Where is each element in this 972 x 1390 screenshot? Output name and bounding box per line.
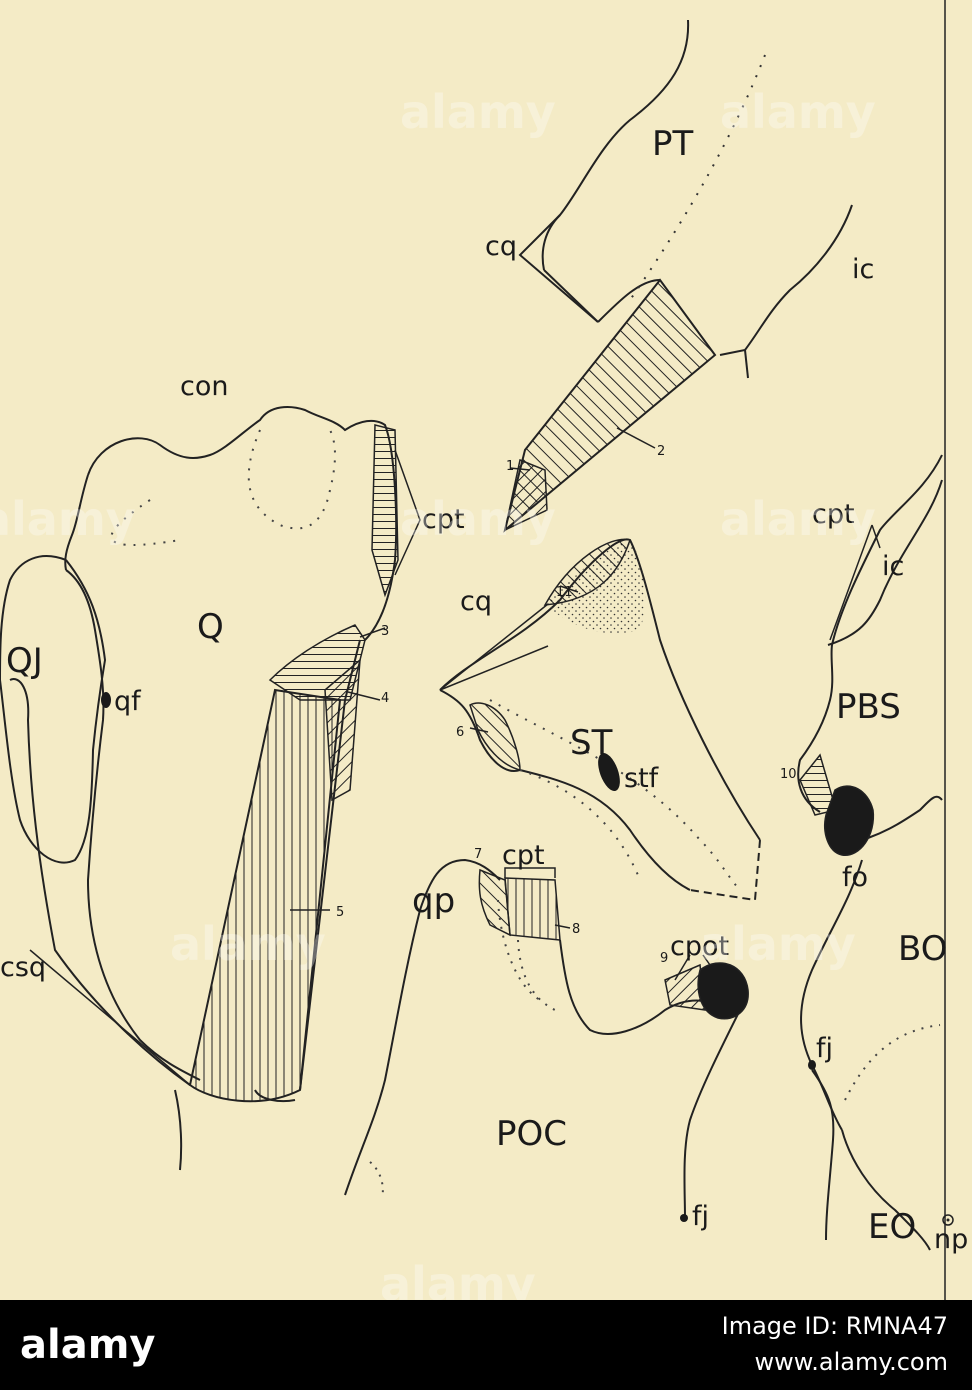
label-6: 6: [456, 725, 464, 740]
facet-6: [469, 702, 521, 771]
label-BO: BO: [898, 929, 948, 969]
footer-image-id: Image ID: RMNA47: [721, 1312, 948, 1340]
footer-bar: alamy Image ID: RMNA47 www.alamy.com: [0, 1300, 972, 1390]
svg-text:alamy: alamy: [400, 85, 556, 139]
diagram-plate: PT cq ic con cpt 1 2 Q QJ qf 3 4 11 cq 6…: [0, 0, 969, 1300]
label-cpt-right: cpt: [812, 499, 855, 530]
label-9: 9: [660, 951, 668, 966]
label-ic-top: ic: [852, 254, 874, 285]
label-fo: fo: [842, 862, 868, 893]
cpot-facet: [697, 962, 749, 1020]
label-con: con: [180, 371, 228, 402]
facet-8: [504, 877, 561, 941]
label-cq-top: cq: [485, 231, 517, 262]
label-EO: EO: [868, 1207, 916, 1247]
label-qp: qp: [412, 881, 455, 921]
label-PBS: PBS: [836, 687, 901, 727]
svg-text:alamy: alamy: [720, 85, 876, 139]
label-QJ: QJ: [6, 641, 43, 681]
footer-brand: alamy: [20, 1322, 156, 1368]
facet-9: [664, 963, 706, 1011]
fo-facet: [824, 785, 875, 856]
label-1: 1: [506, 459, 514, 474]
label-fj-bottom: fj: [692, 1201, 709, 1232]
label-5: 5: [336, 905, 344, 920]
svg-text:alamy: alamy: [400, 492, 556, 546]
label-4: 4: [381, 691, 389, 706]
label-7: 7: [474, 847, 482, 862]
facet-7: [478, 868, 511, 937]
label-11: 11: [556, 585, 573, 600]
pterygoid-outline: [518, 19, 853, 379]
watermark-layer: alamy alamy alamy alamy alamy alamy alam…: [0, 85, 876, 1300]
cpt-facet-left: [371, 424, 399, 598]
label-cpot: cpot: [670, 931, 729, 962]
label-np: np: [934, 1224, 968, 1255]
label-10: 10: [780, 767, 797, 782]
skull-diagram: PT cq ic con cpt 1 2 Q QJ qf 3 4 11 cq 6…: [0, 0, 968, 1300]
svg-text:alamy: alamy: [720, 492, 876, 546]
label-Q: Q: [197, 607, 224, 647]
label-fj-right: fj: [816, 1033, 833, 1064]
facet-5: [188, 688, 342, 1103]
label-cpt-left: cpt: [422, 504, 465, 535]
svg-text:alamy: alamy: [170, 917, 326, 971]
footer-site: www.alamy.com: [754, 1348, 948, 1376]
svg-text:alamy: alamy: [700, 917, 856, 971]
label-ic-right: ic: [882, 551, 904, 582]
facet-1: [503, 458, 548, 532]
svg-text:alamy: alamy: [380, 1257, 536, 1300]
label-POC: POC: [496, 1114, 567, 1154]
label-8: 8: [572, 922, 580, 937]
label-stf: stf: [624, 763, 660, 794]
label-qf: qf: [114, 686, 142, 717]
label-ST: ST: [570, 723, 613, 763]
label-csq: csq: [0, 952, 46, 983]
svg-text:alamy: alamy: [0, 492, 136, 546]
label-2: 2: [657, 444, 665, 459]
label-3: 3: [381, 624, 389, 639]
label-cq-mid: cq: [460, 586, 492, 617]
label-PT: PT: [652, 124, 694, 164]
parabasisphenoid-outline: [797, 454, 943, 1251]
label-cpt-mid: cpt: [502, 840, 545, 871]
